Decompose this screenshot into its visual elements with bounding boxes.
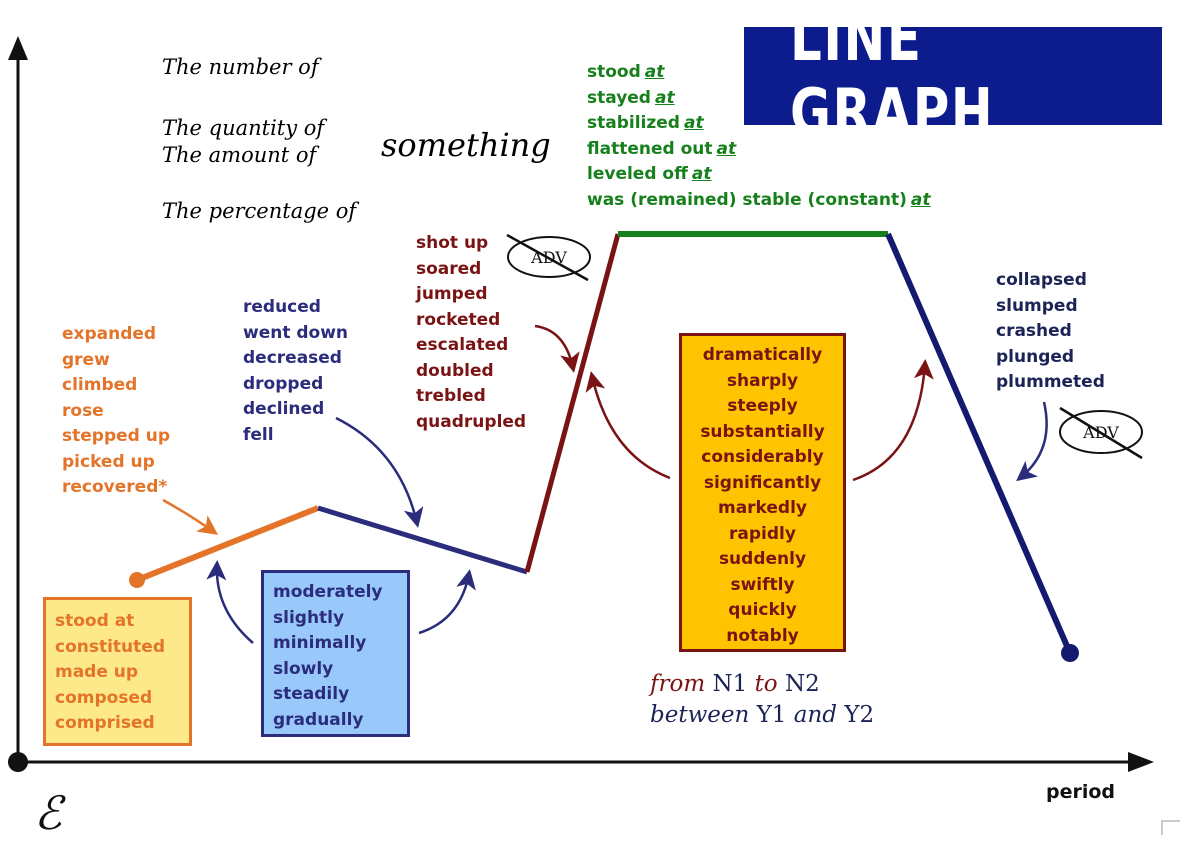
increase-verb-item: stepped up bbox=[62, 426, 171, 446]
start-verb-item: comprised bbox=[55, 713, 155, 733]
sharp-decrease-verb-item: plummeted bbox=[996, 372, 1105, 392]
moderate-adverb-item: minimally bbox=[273, 633, 367, 653]
increase-verb-item: recovered* bbox=[62, 477, 168, 497]
pointer-arrow-sharp-increase bbox=[534, 324, 580, 373]
decrease-segment bbox=[317, 505, 528, 575]
dramatic-adverb-item: steeply bbox=[727, 396, 798, 416]
moderate-adverbs-box: moderately slightly minimally slowly ste… bbox=[261, 570, 410, 737]
adv-crossed-top: ADV bbox=[506, 233, 591, 282]
decrease-verbs-list: reduced went down decreased dropped decl… bbox=[243, 295, 348, 448]
pointer-arrow-decrease bbox=[335, 416, 424, 528]
dramatic-adverbs-box: dramatically sharply steeply substantial… bbox=[679, 333, 846, 652]
subject-prefix-number: The number of bbox=[162, 55, 319, 79]
moderate-adverb-item: steadily bbox=[273, 684, 350, 704]
sharp-decrease-verb-item: crashed bbox=[996, 321, 1072, 341]
sharp-decrease-verb-item: collapsed bbox=[996, 270, 1087, 290]
sharp-increase-verbs-list: shot up soared jumped rocketed escalated… bbox=[416, 231, 526, 435]
title-banner: LINE GRAPH bbox=[744, 2, 1162, 150]
adv-crossed-right: ADV bbox=[1059, 406, 1143, 460]
x-axis-arrowhead bbox=[1128, 752, 1154, 772]
increase-verb-item: grew bbox=[62, 349, 110, 370]
dramatic-adverb-item: suddenly bbox=[718, 549, 807, 569]
corner-mark bbox=[1161, 820, 1180, 835]
title-text: LINE GRAPH bbox=[789, 2, 995, 150]
dramatic-adverbs-list: dramatically sharply steeply substantial… bbox=[682, 343, 843, 649]
sharp-increase-verb-item: rocketed bbox=[416, 309, 501, 330]
increase-verb-item: picked up bbox=[62, 451, 155, 472]
subject-word: something bbox=[381, 126, 551, 164]
sharp-increase-verb-item: shot up bbox=[416, 233, 489, 253]
moderate-adverbs-list: moderately slightly minimally slowly ste… bbox=[273, 580, 383, 733]
decrease-verb-item: declined bbox=[243, 399, 325, 419]
dramatic-adverb-item: quickly bbox=[728, 600, 797, 620]
decrease-verb-item: decreased bbox=[243, 348, 342, 368]
moderate-adverb-item: moderately bbox=[273, 582, 383, 602]
y-axis-arrowhead bbox=[8, 36, 28, 60]
pointer-arrow-dramatic-right bbox=[852, 359, 934, 482]
logo-glyph: ℰ bbox=[34, 786, 62, 840]
moderate-adverb-item: slightly bbox=[273, 607, 345, 628]
origin-dot bbox=[8, 752, 28, 772]
pointer-arrow-moderate-right bbox=[418, 569, 476, 635]
decrease-verb-item: reduced bbox=[243, 297, 321, 317]
dramatic-adverb-item: sharply bbox=[726, 370, 799, 391]
sharp-decrease-verb-item: slumped bbox=[996, 295, 1078, 316]
decrease-verb-item: went down bbox=[243, 322, 349, 343]
sharp-increase-segment bbox=[524, 233, 621, 573]
increase-verb-item: climbed bbox=[62, 375, 138, 395]
sharp-decrease-verb-item: plunged bbox=[996, 346, 1075, 367]
increase-verb-item: rose bbox=[62, 400, 104, 421]
decrease-verb-item: fell bbox=[243, 424, 274, 445]
subject-prefix-amount: The amount of bbox=[162, 143, 317, 167]
start-verb-item: stood at bbox=[55, 611, 135, 631]
sharp-increase-verb-item: quadrupled bbox=[416, 411, 527, 432]
dramatic-adverb-item: dramatically bbox=[702, 345, 823, 365]
dramatic-adverb-item: swiftly bbox=[730, 574, 795, 595]
range-between-line: between Y1 and Y2 bbox=[650, 702, 875, 728]
pointer-arrow-sharp-decrease bbox=[1016, 401, 1048, 482]
pointer-arrow-increase bbox=[162, 498, 219, 535]
start-verb-item: constituted bbox=[55, 636, 165, 657]
range-from-line: from N1 to N2 bbox=[650, 671, 820, 697]
sharp-increase-verb-item: jumped bbox=[416, 284, 488, 304]
subject-prefix-quantity: The quantity of bbox=[162, 116, 325, 140]
dramatic-adverb-item: rapidly bbox=[729, 523, 796, 544]
subject-prefix-percentage: The percentage of bbox=[162, 199, 357, 223]
sharp-increase-verb-item: doubled bbox=[416, 360, 494, 381]
moderate-adverb-item: gradually bbox=[273, 709, 364, 730]
increase-verb-item: expanded bbox=[62, 324, 157, 344]
sharp-increase-verb-item: soared bbox=[416, 258, 482, 279]
dramatic-adverb-item: significantly bbox=[703, 472, 822, 493]
sharp-decrease-segment bbox=[885, 232, 1073, 655]
start-point bbox=[129, 572, 145, 588]
sharp-decrease-verbs-list: collapsed slumped crashed plunged plumme… bbox=[996, 268, 1105, 396]
decrease-verb-item: dropped bbox=[243, 373, 324, 394]
end-point bbox=[1061, 644, 1079, 662]
stable-verb-item: was (remained) stable (constant)at bbox=[587, 189, 931, 210]
moderate-adverb-item: slowly bbox=[273, 658, 334, 679]
increase-verbs-list: expanded grew climbed rose stepped up pi… bbox=[62, 322, 170, 501]
dramatic-adverb-item: notably bbox=[726, 625, 799, 646]
sharp-increase-verb-item: escalated bbox=[416, 335, 509, 355]
dramatic-adverb-item: substantially bbox=[700, 421, 825, 442]
start-verb-item: composed bbox=[55, 687, 153, 708]
increase-segment bbox=[135, 505, 320, 583]
start-verbs-box: stood at constituted made up composed co… bbox=[43, 597, 192, 746]
pointer-arrow-moderate-left bbox=[206, 560, 254, 644]
start-verbs-list: stood at constituted made up composed co… bbox=[55, 609, 165, 737]
x-axis-label: period bbox=[1046, 781, 1116, 803]
dramatic-adverb-item: markedly bbox=[717, 498, 808, 518]
dramatic-adverb-item: considerably bbox=[701, 447, 824, 467]
sharp-increase-verb-item: trebled bbox=[416, 386, 486, 406]
start-verb-item: made up bbox=[55, 662, 139, 682]
pointer-arrow-dramatic-left bbox=[585, 371, 671, 480]
